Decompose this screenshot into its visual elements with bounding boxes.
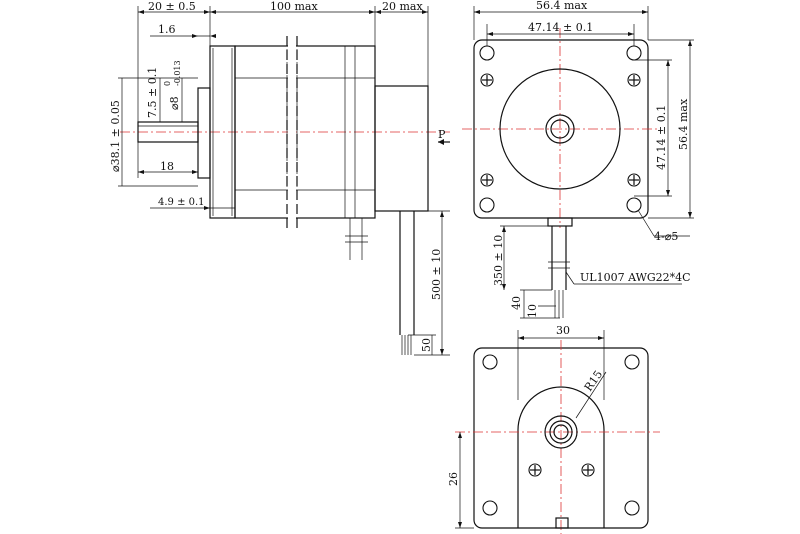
dim-pilot-dia: ⌀38.1 ± 0.05 — [109, 100, 122, 172]
dim-rear-boss: 20 max — [382, 0, 423, 13]
side-view: P 20 ± 0.5 100 max 20 max 1.6 7.5 ± 0.1 … — [109, 0, 450, 356]
dim-shaft-dia: ⌀8 — [168, 96, 181, 110]
dim-front-width: 56.4 max — [536, 0, 588, 12]
dim-lead-a: 40 — [510, 296, 523, 310]
dim-shaft-tol-lower: -0.013 — [173, 60, 182, 86]
dim-boss-width: 30 — [556, 324, 570, 337]
dim-lead-b: 10 — [526, 304, 539, 318]
dim-step: 1.6 — [158, 23, 176, 36]
screw-icon — [480, 73, 641, 187]
dim-flat: 7.5 ± 0.1 — [146, 67, 159, 118]
dim-holes: 4-⌀5 — [654, 230, 678, 243]
front-view: 56.4 max 47.14 ± 0.1 56.4 max 47.14 ± 0.… — [462, 0, 694, 319]
view-arrow-label: P — [438, 128, 446, 141]
dim-cable-length: 500 ± 10 — [430, 249, 443, 300]
dim-flange-thickness: 20 ± 0.5 — [148, 0, 196, 13]
dim-lead-length: 350 ± 10 — [492, 235, 505, 286]
cable-spec: UL1007 AWG22*4C — [580, 271, 691, 284]
dim-body-length: 100 max — [270, 0, 318, 13]
dim-pilot-depth: 4.9 ± 0.1 — [158, 197, 205, 208]
dim-hole-spacing-v: 47.14 ± 0.1 — [655, 105, 668, 170]
dim-shaft-tol-upper: 0 — [163, 81, 172, 86]
dim-boss-offset: 26 — [447, 472, 460, 486]
dim-front-height: 56.4 max — [677, 98, 690, 150]
dim-strip-length: 50 — [420, 338, 433, 352]
dim-shaft-length: 18 — [160, 160, 174, 173]
dim-radius: R15 — [582, 368, 605, 394]
dim-hole-spacing-h: 47.14 ± 0.1 — [528, 21, 593, 34]
rear-view: 30 R15 26 — [447, 324, 660, 534]
screw-icon — [528, 463, 595, 477]
